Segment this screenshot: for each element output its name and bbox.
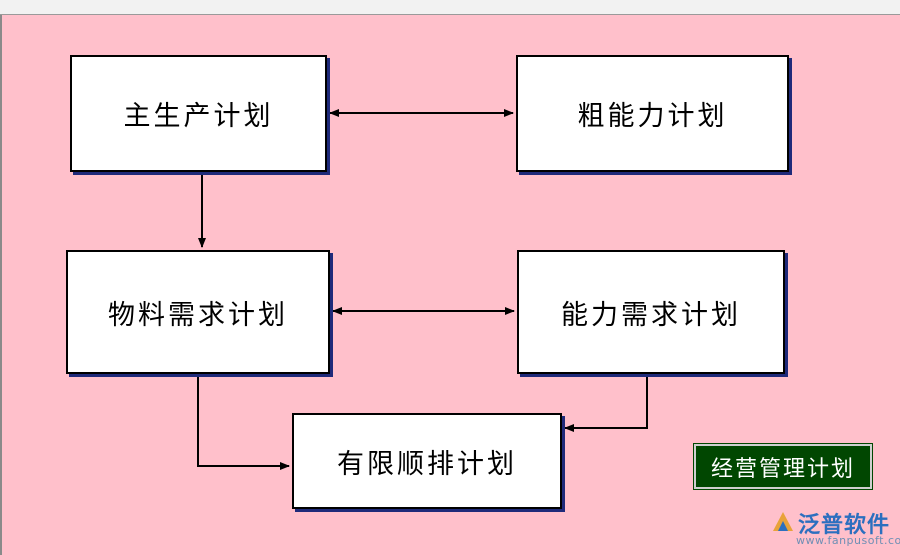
node-label: 主生产计划 (123, 101, 274, 132)
node-finite-forward-schedule: 有限顺排计划 (292, 413, 562, 509)
arrow-mrp-finite (197, 376, 290, 470)
window-top-strip (0, 0, 900, 15)
arrow-crp-finite (564, 376, 648, 432)
watermark-site: www.fanpusoft.com (796, 534, 900, 547)
node-label: 有限顺排计划 (337, 448, 517, 480)
node-label: 物料需求计划 (108, 299, 288, 331)
watermark-brand: 泛普软件 (798, 513, 891, 538)
node-capacity-requirements-plan: 能力需求计划 (517, 250, 785, 374)
tag-label: 经营管理计划 (710, 456, 855, 482)
node-material-requirements-plan: 物料需求计划 (66, 250, 330, 374)
watermark: 泛普软件 www.fanpusoft.com (770, 507, 900, 553)
node-label: 粗能力计划 (577, 101, 728, 132)
node-rough-capacity-plan: 粗能力计划 (516, 55, 789, 172)
node-label: 能力需求计划 (561, 299, 741, 331)
brand-logo-icon (773, 512, 793, 531)
business-plan-tag: 经营管理计划 (693, 443, 873, 490)
slide-canvas (0, 15, 900, 555)
node-master-production-plan: 主生产计划 (70, 55, 327, 172)
